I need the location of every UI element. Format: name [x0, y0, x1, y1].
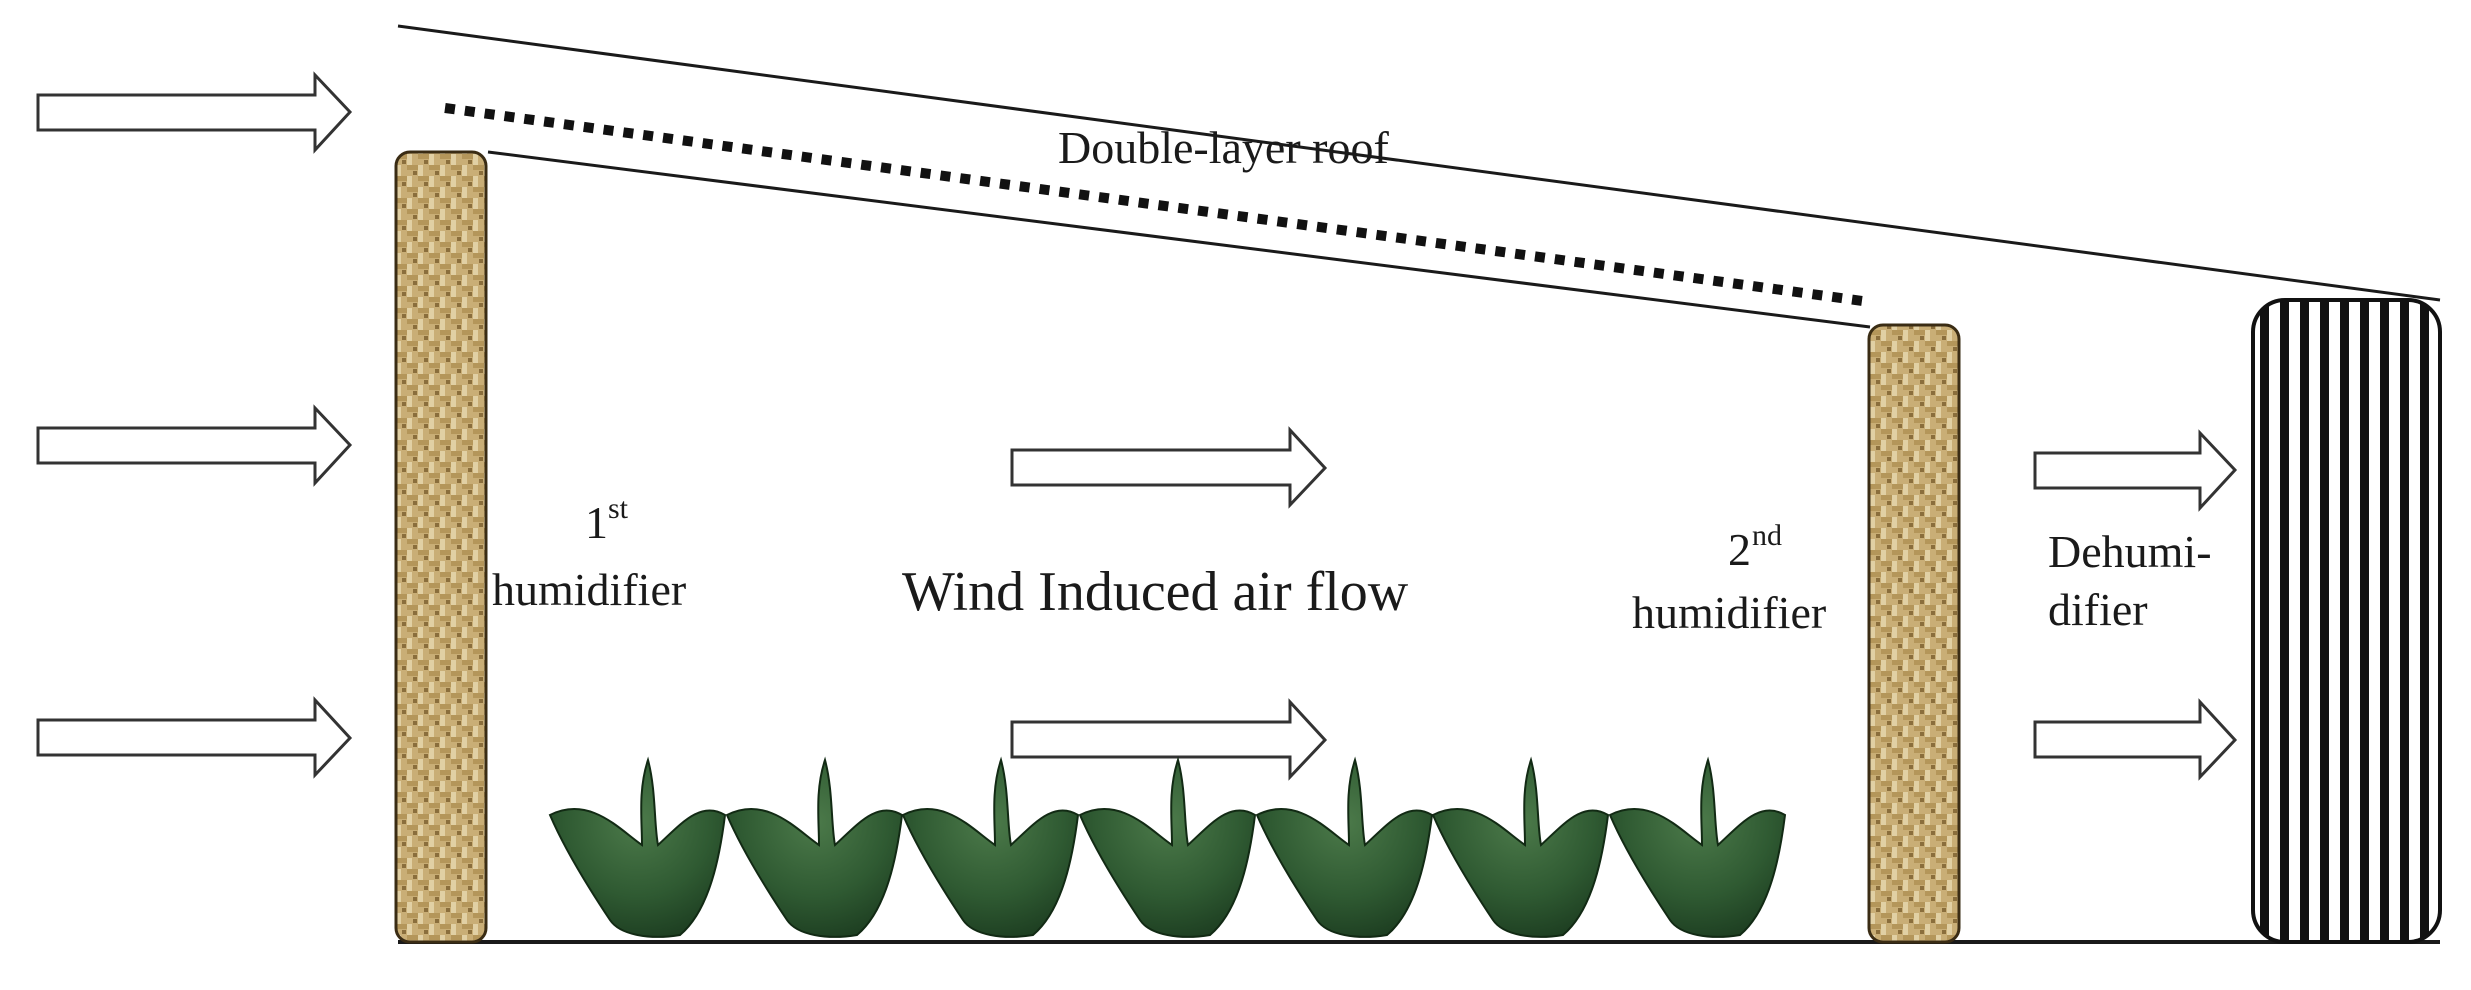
airflow-arrow-upper	[1010, 426, 1328, 509]
plant-icon	[1608, 756, 1787, 938]
humidifier-pad-2	[1867, 323, 1961, 944]
outlet-arrow-lower	[2033, 698, 2238, 781]
airflow-label: Wind Induced air flow	[902, 561, 1409, 623]
humidifier-1-ordinal: 1	[585, 497, 608, 548]
humidifier-2-label: humidifier	[1632, 587, 1826, 638]
humidifier-2-ordinal-suffix: nd	[1752, 519, 1782, 552]
roof-inner-line	[487, 150, 1871, 329]
humidifier-pad-1	[394, 150, 488, 944]
dehumidifier-label-line2: difier	[2048, 584, 2148, 635]
roof-outer-line	[397, 24, 2441, 302]
plant-row	[548, 756, 1787, 938]
humidifier-2-ordinal: 2	[1728, 524, 1751, 575]
plant-icon	[901, 756, 1080, 938]
roof-label: Double-layer roof	[1058, 122, 1389, 173]
outlet-arrow-upper	[2033, 429, 2238, 512]
inlet-arrow-bottom	[36, 696, 353, 779]
plant-icon	[1078, 756, 1257, 938]
dehumidifier-unit	[2251, 298, 2442, 944]
plant-icon	[1431, 756, 1610, 938]
humidifier-1-ordinal-suffix: st	[608, 492, 629, 525]
inlet-arrow-middle	[36, 404, 353, 487]
plant-icon	[548, 756, 727, 938]
dehumidifier-label-line1: Dehumi-	[2048, 526, 2212, 577]
humidifier-1-label: humidifier	[492, 564, 686, 615]
plant-icon	[1255, 756, 1434, 938]
airflow-arrow-lower	[1010, 698, 1328, 781]
inlet-arrow-top	[36, 71, 353, 154]
plant-icon	[725, 756, 904, 938]
